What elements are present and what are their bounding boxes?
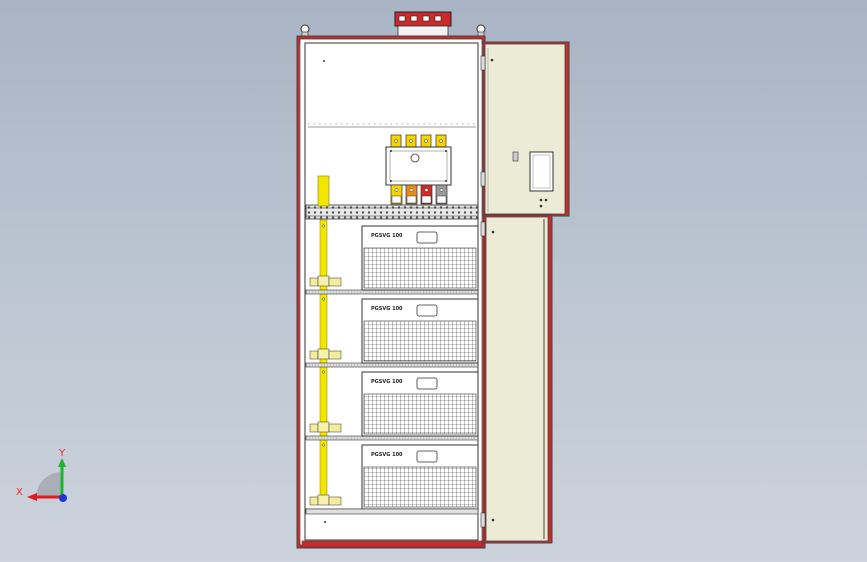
z-axis-dot	[59, 494, 67, 502]
cabinet-door-upper[interactable]	[482, 41, 570, 217]
x-axis-head	[27, 493, 37, 501]
svg-module: PGSVG 100	[305, 297, 479, 368]
cabinet-door-lower[interactable]	[483, 214, 553, 544]
svg-module: PGSVG 100	[305, 224, 479, 295]
orientation-triad[interactable]: Y X	[16, 448, 67, 502]
y-axis-label: Y	[58, 448, 66, 459]
cross-rail	[305, 204, 479, 220]
breaker-terminal	[435, 184, 448, 205]
top-busbar-connector	[394, 11, 452, 38]
triad-plane	[35, 472, 62, 498]
y-axis-head	[58, 458, 66, 467]
main-breaker	[385, 134, 452, 186]
lifting-eye-right	[476, 24, 486, 38]
breaker-terminals	[390, 184, 448, 205]
module-label: PGSVG 100	[371, 379, 403, 385]
breaker-terminal	[405, 184, 418, 205]
door-hinges	[480, 55, 486, 528]
module-label: PGSVG 100	[371, 306, 403, 312]
upper-compartment	[308, 60, 476, 128]
breaker-terminal	[420, 184, 433, 205]
breaker-terminal	[390, 184, 403, 205]
svg-module: PGSVG 100	[305, 370, 479, 441]
module-label: PGSVG 100	[371, 233, 403, 239]
x-axis-label: X	[16, 487, 23, 498]
lifting-eye-left	[300, 24, 310, 38]
cabinet-bottom	[301, 508, 483, 548]
module-label: PGSVG 100	[371, 452, 403, 458]
